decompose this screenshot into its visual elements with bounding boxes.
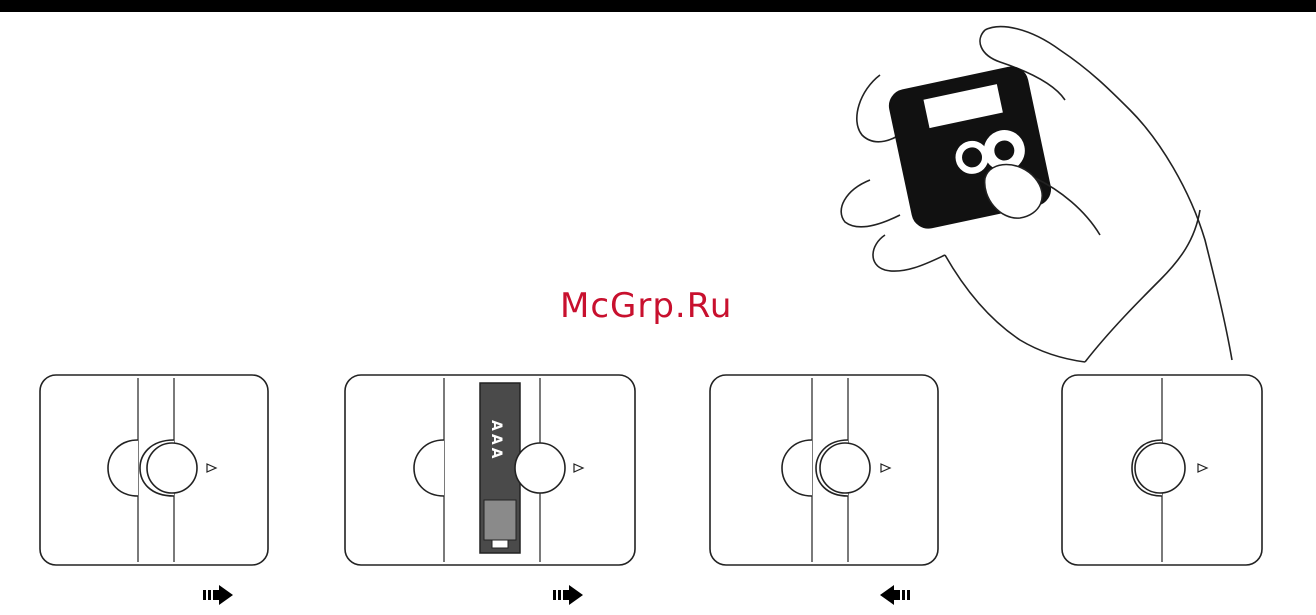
step-2-device (345, 375, 635, 565)
arrow-right-icon (553, 585, 583, 605)
step-3-device (710, 375, 938, 565)
arrow-right-icon (203, 585, 233, 605)
hand-holding-player-illustration (841, 27, 1232, 362)
watermark-text: McGrp.Ru (560, 286, 732, 326)
step-1-device (40, 375, 268, 565)
step-4-device (1062, 375, 1262, 565)
arrow-left-icon (880, 585, 910, 605)
battery-label: AAA (488, 420, 504, 462)
